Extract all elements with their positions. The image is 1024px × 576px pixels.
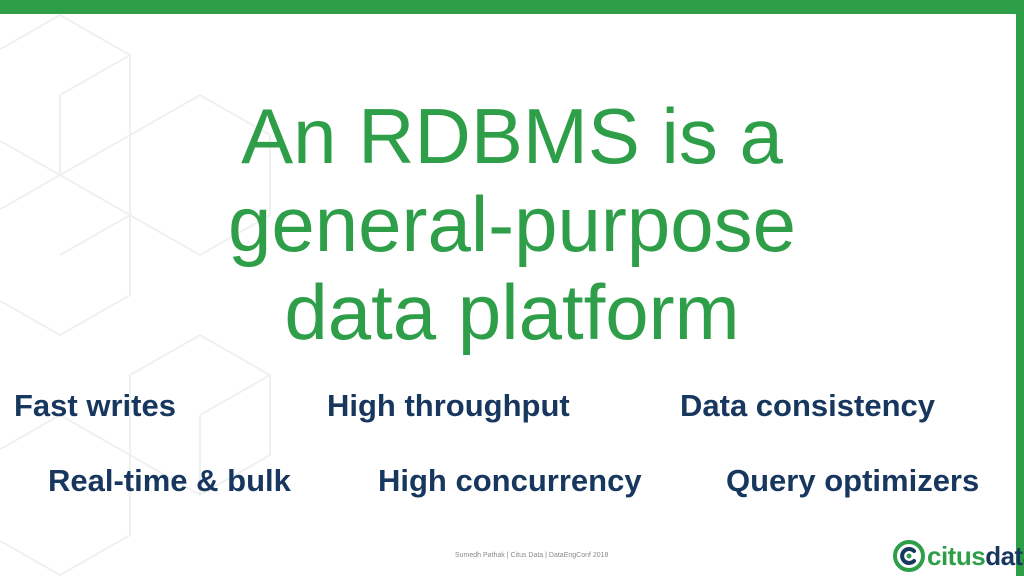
- feature-real-time-bulk: Real-time & bulk: [48, 463, 291, 498]
- feature-fast-writes: Fast writes: [14, 388, 176, 423]
- feature-high-throughput: High throughput: [327, 388, 570, 423]
- citusdata-logo: citusdata: [893, 538, 1024, 574]
- feature-query-optimizers: Query optimizers: [726, 463, 980, 498]
- citus-logo-icon: [893, 540, 925, 572]
- right-accent-bar: [1016, 0, 1024, 576]
- slide-title: An RDBMS is a general-purpose data platf…: [0, 92, 1024, 356]
- feature-high-concurrency: High concurrency: [378, 463, 642, 498]
- slide-footer: Sumedh Pathak | Citus Data | DataEngConf…: [455, 552, 609, 559]
- logo-wordmark-data: data: [985, 540, 1024, 571]
- title-line-1: An RDBMS is a: [241, 92, 783, 180]
- logo-wordmark: citusdata: [927, 541, 1024, 572]
- feature-data-consistency: Data consistency: [680, 388, 935, 423]
- title-line-2: general-purpose: [227, 180, 797, 268]
- title-line-3: data platform: [284, 268, 740, 356]
- top-accent-bar: [0, 0, 1024, 14]
- logo-wordmark-citus: citus: [927, 540, 986, 571]
